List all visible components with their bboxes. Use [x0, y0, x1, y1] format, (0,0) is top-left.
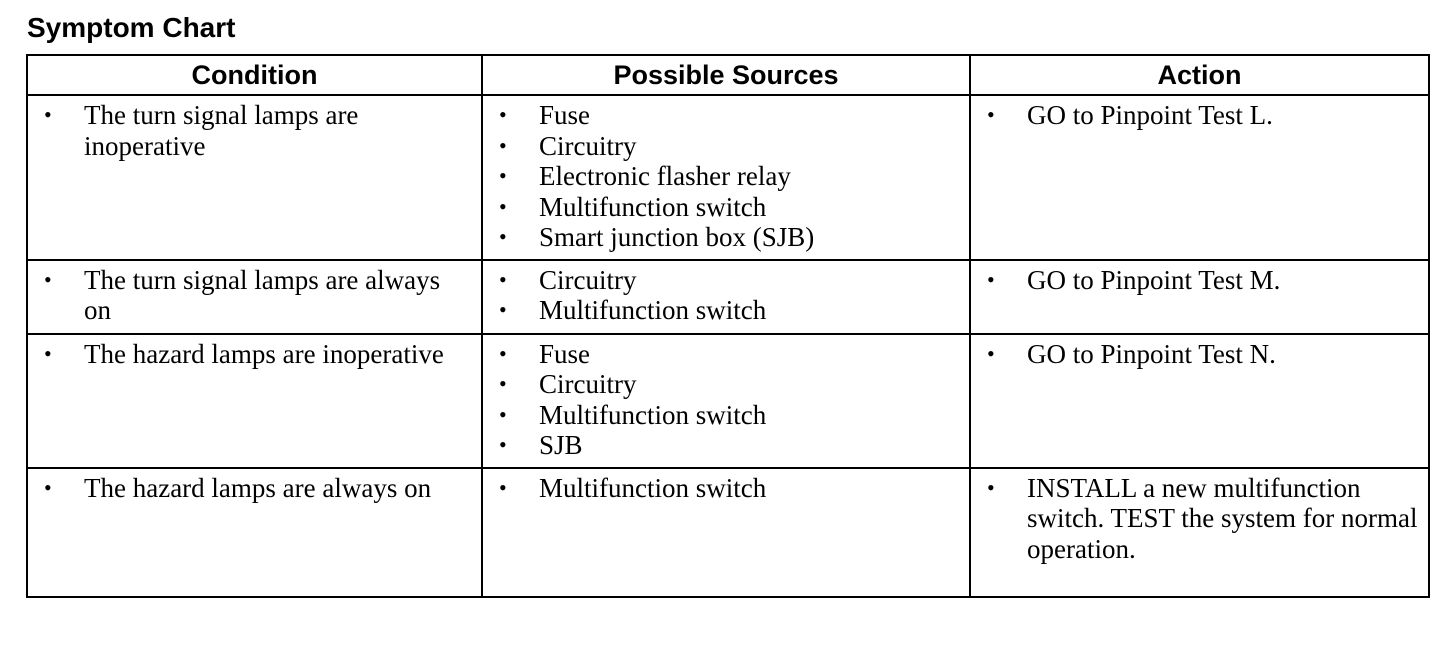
condition-cell: The hazard lamps are inoperative: [26, 332, 483, 469]
condition-text: The turn signal lamps are always on: [38, 265, 473, 326]
source-item: Circuitry: [493, 131, 961, 162]
column-header-possible-sources: Possible Sources: [481, 54, 971, 96]
source-item: Smart junction box (SJB): [493, 222, 961, 253]
sources-cell: Circuitry Multifunction switch: [481, 258, 971, 335]
symptom-table: Condition Possible Sources Action The tu…: [26, 54, 1430, 598]
action-text: GO to Pinpoint Test L.: [981, 100, 1420, 131]
source-item: Circuitry: [493, 369, 961, 400]
action-cell: GO to Pinpoint Test N.: [969, 332, 1430, 469]
sources-cell: Multifunction switch: [481, 466, 971, 598]
source-item: Multifunction switch: [493, 400, 961, 431]
action-text: GO to Pinpoint Test M.: [981, 265, 1420, 296]
action-text: GO to Pinpoint Test N.: [981, 339, 1420, 370]
condition-cell: The hazard lamps are always on: [26, 466, 483, 598]
condition-cell: The turn signal lamps are always on: [26, 258, 483, 335]
source-item: Multifunction switch: [493, 192, 961, 223]
table-row: The turn signal lamps are inoperative Fu…: [26, 94, 1430, 261]
source-item: Multifunction switch: [493, 295, 961, 326]
condition-cell: The turn signal lamps are inoperative: [26, 94, 483, 261]
column-header-action: Action: [969, 54, 1430, 96]
action-text: INSTALL a new multifunction switch. TEST…: [981, 473, 1420, 565]
table-header-row: Condition Possible Sources Action: [26, 54, 1430, 96]
source-item: Fuse: [493, 100, 961, 131]
page-title: Symptom Chart: [27, 12, 236, 43]
condition-text: The hazard lamps are inoperative: [38, 339, 473, 370]
sources-cell: Fuse Circuitry Multifunction switch SJB: [481, 332, 971, 469]
source-item: Fuse: [493, 339, 961, 370]
action-cell: GO to Pinpoint Test M.: [969, 258, 1430, 335]
action-cell: GO to Pinpoint Test L.: [969, 94, 1430, 261]
sources-cell: Fuse Circuitry Electronic flasher relay …: [481, 94, 971, 261]
table-row: The hazard lamps are inoperative Fuse Ci…: [26, 332, 1430, 469]
source-item: Circuitry: [493, 265, 961, 296]
table-row: The turn signal lamps are always on Circ…: [26, 258, 1430, 335]
table-row: The hazard lamps are always on Multifunc…: [26, 466, 1430, 598]
source-item: Multifunction switch: [493, 473, 961, 504]
column-header-condition: Condition: [26, 54, 483, 96]
source-item: Electronic flasher relay: [493, 161, 961, 192]
action-cell: INSTALL a new multifunction switch. TEST…: [969, 466, 1430, 598]
condition-text: The hazard lamps are always on: [38, 473, 473, 504]
source-item: SJB: [493, 430, 961, 461]
condition-text: The turn signal lamps are inoperative: [38, 100, 473, 161]
